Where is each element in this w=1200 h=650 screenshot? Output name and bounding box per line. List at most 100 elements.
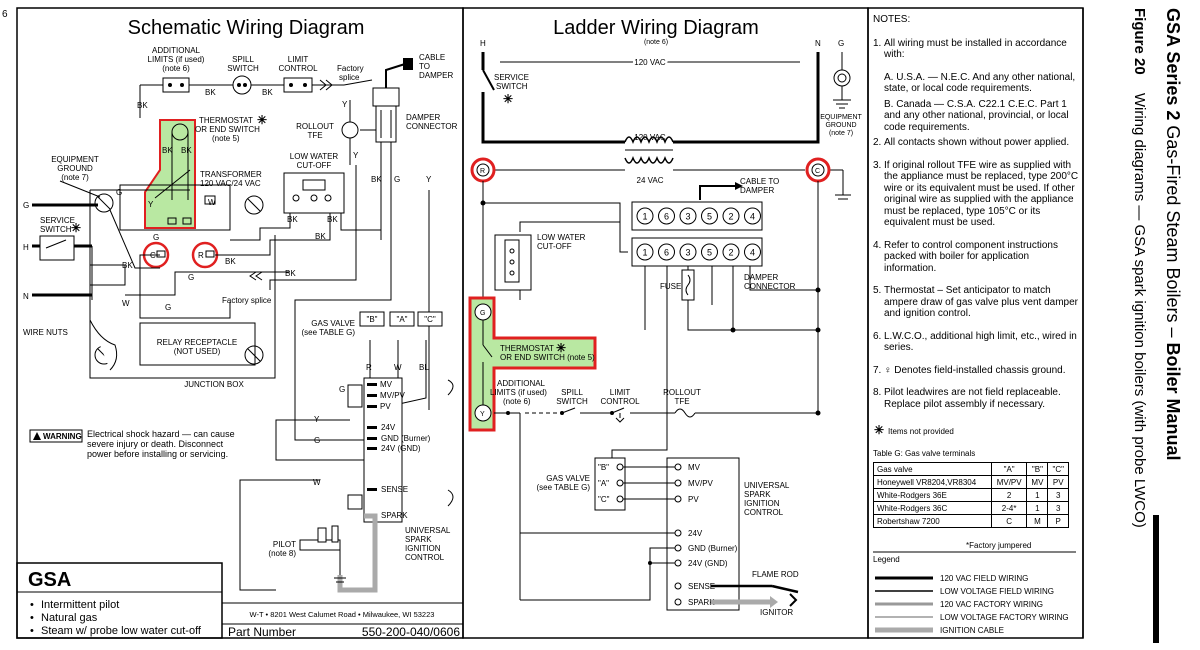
note-text: L.W.C.O., additional high limit, etc., w…	[884, 330, 1077, 354]
sch-asterisk-2: ✳	[71, 221, 81, 235]
damper-pin-label: 2	[728, 248, 733, 258]
ladder-mvpv: MV/PV	[688, 479, 714, 488]
ladder-flame-rod: FLAME ROD	[752, 570, 799, 579]
sch-wire-nuts: WIRE NUTS	[23, 328, 68, 337]
note-item: A. U.S.A. — N.E.C. And any other nationa…	[873, 72, 1083, 95]
wire-bk-4: BK	[162, 146, 173, 155]
table-cell: Gas valve	[873, 462, 992, 476]
sch-usic-l1: UNIVERSAL	[405, 526, 451, 535]
ladder-g: G	[838, 39, 844, 48]
note-number: 2.	[873, 137, 882, 148]
legend-item-1: 120 VAC FIELD WIRING	[940, 574, 1028, 583]
table-g-footnote: *Factory jumpered	[966, 541, 1031, 550]
sch-rollout-symbol	[341, 121, 359, 139]
ladder-asterisk-1: ✳	[503, 92, 513, 106]
table-cell: "C"	[1047, 462, 1069, 476]
note-item: 4.Refer to control component instruction…	[873, 240, 1083, 275]
table-cell: White-Rodgers 36E	[873, 488, 992, 502]
wire-y-2: Y	[353, 151, 359, 160]
table-cell: 2	[990, 488, 1028, 502]
note-text: All contacts shown without power applied…	[884, 137, 1070, 148]
ladder-eqg-l3: (note 7)	[829, 130, 853, 137]
damper-pin-label: 2	[728, 212, 733, 222]
table-cell: "A"	[990, 462, 1028, 476]
note-text: All wiring must be installed in accordan…	[884, 37, 1067, 61]
gsa-bullet-2-mark: •	[30, 612, 34, 624]
note-number: 8.	[873, 387, 882, 398]
ladder-damper-l2: CONNECTOR	[744, 282, 796, 291]
sch-additional-limits-l1: ADDITIONAL	[152, 46, 201, 55]
side-subtitle: Wiring diagrams — GSA spark ignition boi…	[1131, 92, 1148, 528]
notes-not-provided: Items not provided	[888, 427, 954, 436]
note-number: 3.	[873, 159, 882, 171]
sch-rollout-l2: TFE	[307, 131, 322, 140]
sch-cable-l3: DAMPER	[419, 71, 453, 80]
gsa-bullet-2: Natural gas	[41, 612, 98, 624]
damper-pin	[658, 207, 675, 225]
sch-n-label: N	[23, 292, 29, 301]
sch-damper-connector	[375, 105, 397, 143]
damper-pin-label: 3	[685, 248, 690, 258]
damper-pin	[679, 243, 697, 261]
warning-line-3: power before installing or servicing.	[87, 449, 228, 459]
table-cell: White-Rodgers 36C	[873, 501, 992, 515]
ladder-usic-l1: UNIVERSAL	[744, 481, 790, 490]
limit-control-switch	[283, 77, 313, 93]
damper-pin	[744, 207, 761, 225]
sch-pilot-l2: (note 8)	[268, 549, 296, 558]
gsa-title: GSA	[28, 569, 71, 591]
sch-limit-l2: CONTROL	[278, 64, 318, 73]
sch-cable-l2: TO	[419, 62, 430, 71]
damper-pin-label: 1	[642, 212, 647, 222]
wire-y-1: Y	[342, 100, 348, 109]
legend-item-4: LOW VOLTAGE FACTORY WIRING	[940, 613, 1069, 622]
sch-pilot-l1: PILOT	[273, 540, 296, 549]
note-item: B. Canada — C.S.A. C22.1 C.E.C. Part 1 a…	[873, 99, 1083, 134]
sch-relay-l1: RELAY RECEPTACLE	[157, 338, 237, 347]
table-cell: 1	[1026, 501, 1049, 515]
sch-damper-conn-l1: DAMPER	[406, 113, 440, 122]
sch-24v: 24V	[381, 423, 396, 432]
sch-r-label: R	[198, 251, 204, 260]
damper-pin	[722, 243, 740, 261]
damper-pin-label: 3	[685, 212, 690, 222]
note-item: 2.All contacts shown without power appli…	[873, 137, 1083, 149]
note-item: 8.Pilot leadwires are not field replacea…	[873, 387, 1083, 410]
wire-g-5: G	[339, 385, 345, 394]
wire-bk-6: BK	[371, 175, 382, 184]
wire-bk-10: BK	[225, 257, 236, 266]
sch-usic-l2: SPARK	[405, 535, 432, 544]
ladder-service-l1: SERVICE	[494, 73, 529, 82]
sch-transformer-l1: TRANSFORMER	[200, 170, 262, 179]
sch-relay-l2: (NOT USED)	[174, 347, 221, 356]
sch-mvpv: MV/PV	[380, 391, 406, 400]
damper-pin	[658, 243, 675, 261]
warning-tag-label: WARNING	[43, 432, 82, 441]
ladder-r-label: R	[480, 168, 485, 175]
wire-g-4: G	[188, 273, 194, 282]
sch-ground-screw	[94, 193, 114, 213]
ladder-damper-l1: DAMPER	[744, 273, 778, 282]
note-number: 7.	[873, 364, 882, 376]
ladder-120vac: 120 VAC	[634, 133, 666, 142]
ladder-addl-l3: (note 6)	[503, 397, 531, 406]
wire-g-7: G	[165, 303, 171, 312]
top-mark: 6	[2, 9, 8, 20]
sch-usic-l4: CONTROL	[405, 553, 445, 562]
wire-r-1: R	[366, 363, 372, 372]
damper-pin-label: 6	[664, 248, 669, 258]
ladder-note6: (note 6)	[644, 39, 668, 46]
wire-bk-11: BK	[285, 269, 296, 278]
sch-asterisk-1: ✳	[257, 113, 267, 127]
notes-heading: NOTES:	[873, 14, 911, 25]
table-g-caption: Table G: Gas valve terminals	[873, 449, 975, 458]
sch-additional-limits-l2: LIMITS (if used)	[148, 55, 205, 64]
ladder-service-l2: SWITCH	[496, 82, 528, 91]
sch-thermostat-l3: (note 5)	[212, 134, 240, 143]
ladder-y-terminal: Y	[480, 411, 485, 418]
sch-pv: PV	[380, 402, 391, 411]
ladder-pv: PV	[688, 495, 699, 504]
ladder-usic-l4: CONTROL	[744, 508, 784, 517]
